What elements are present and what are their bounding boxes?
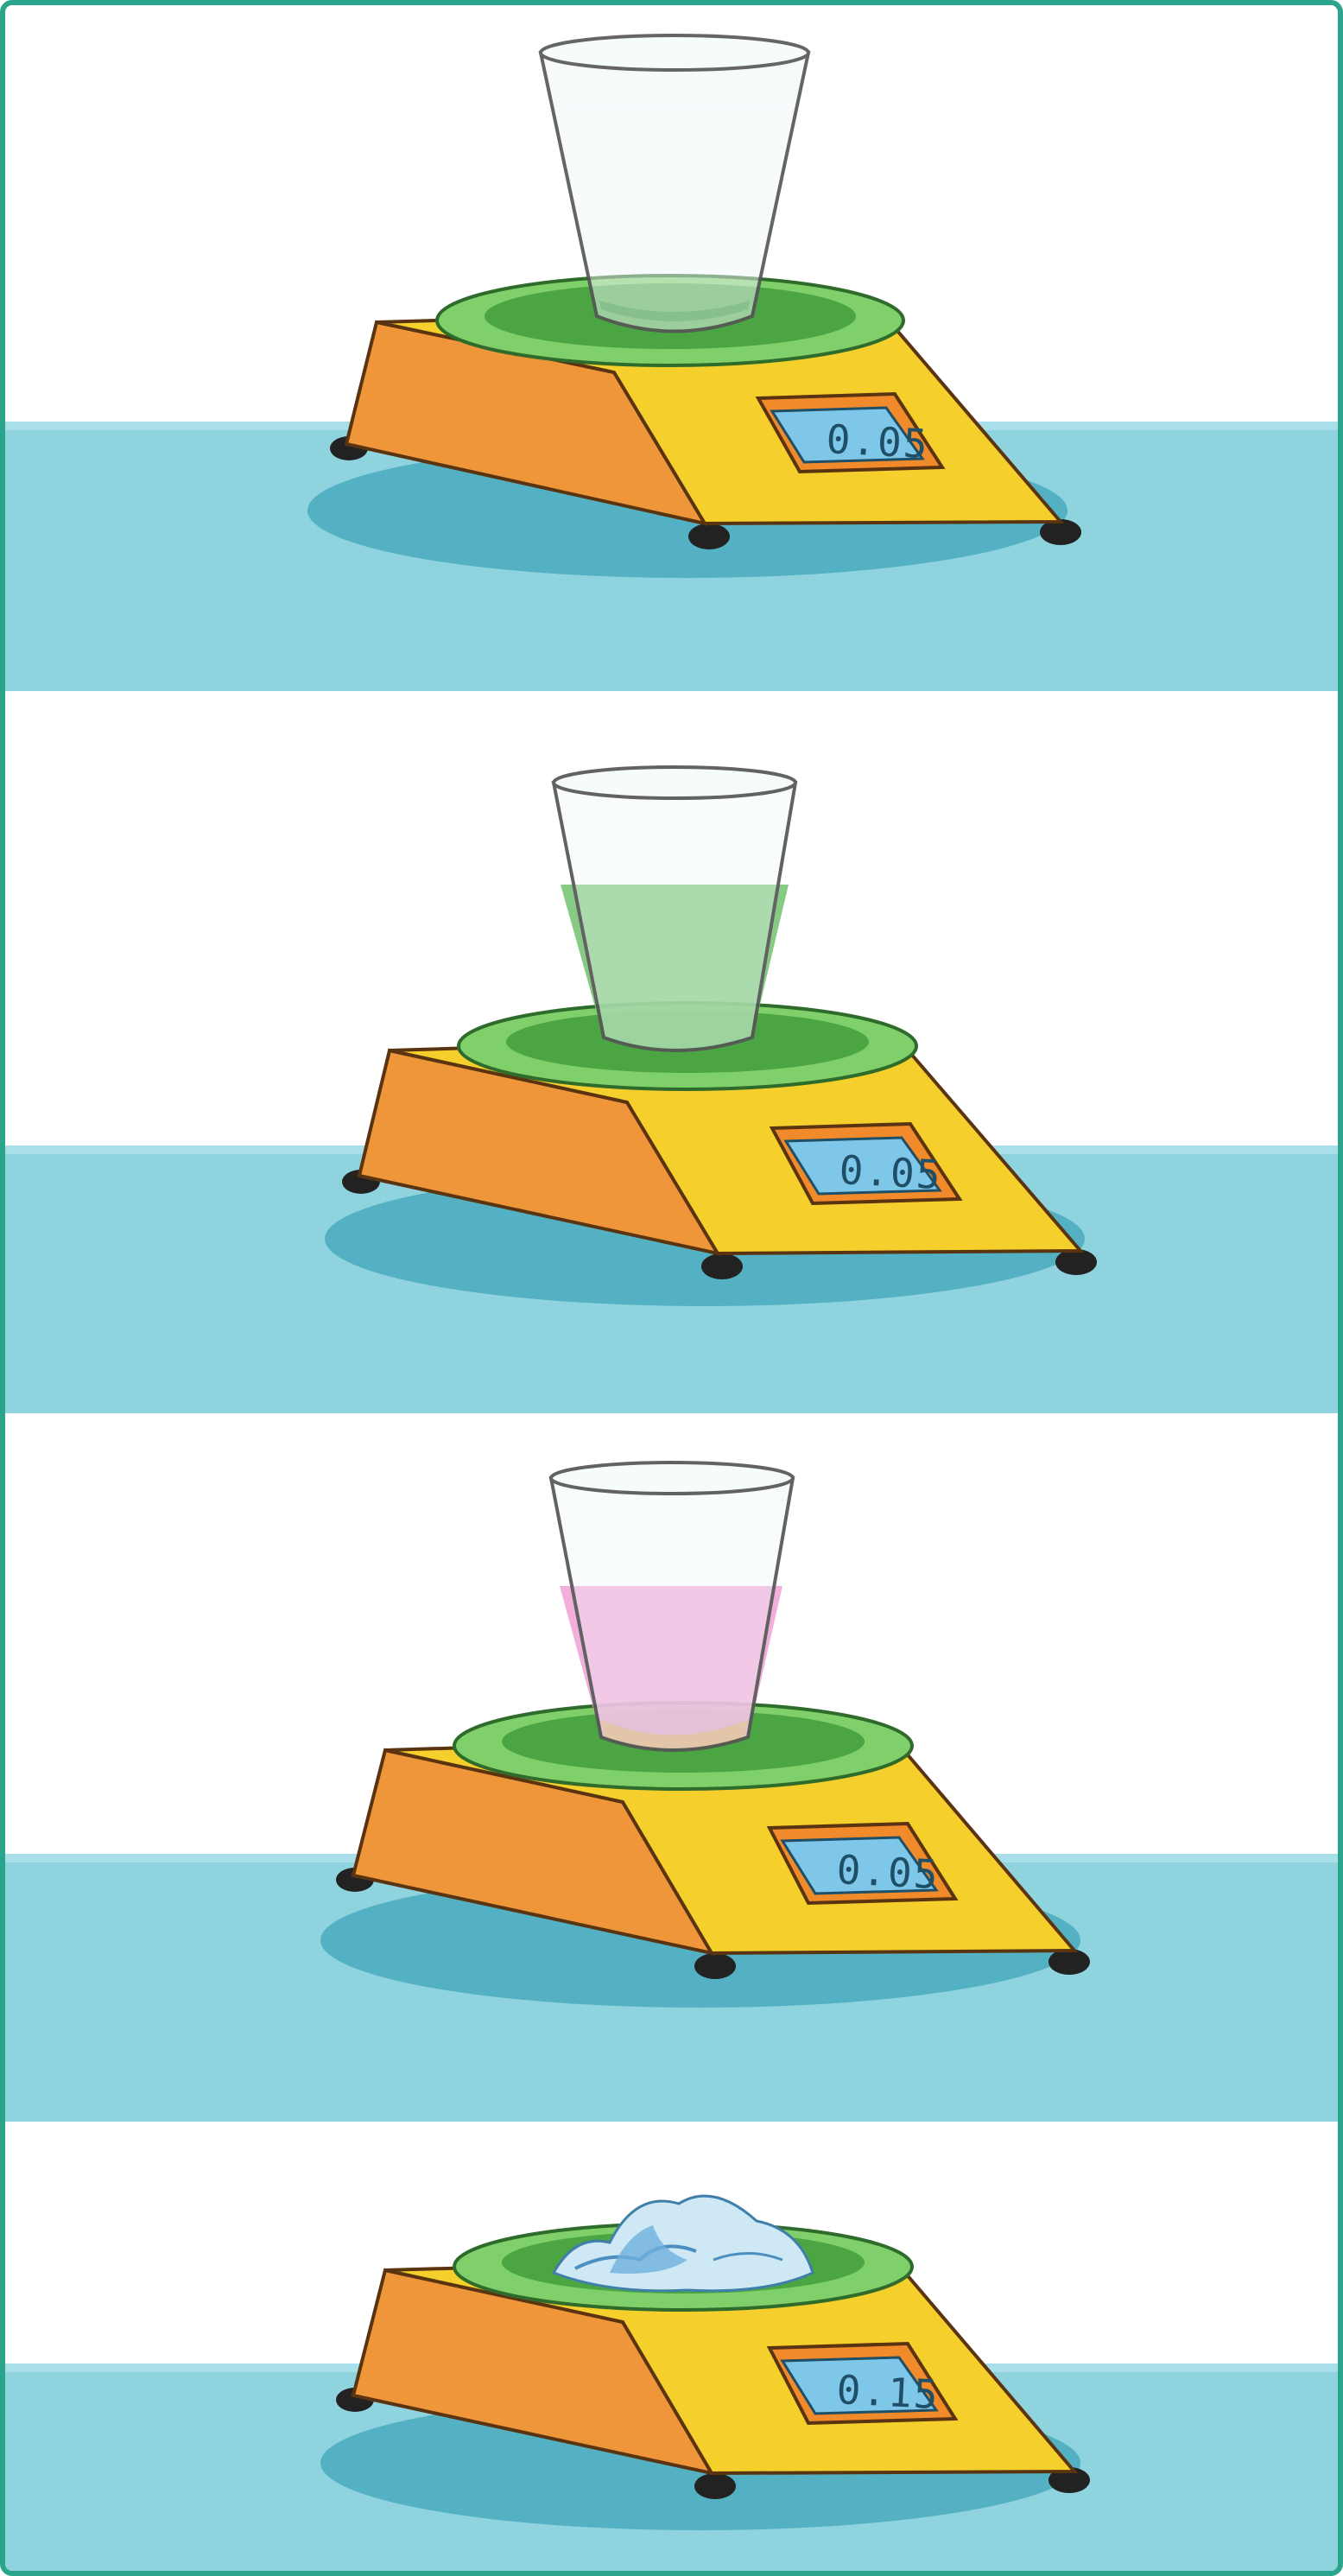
panel-divider xyxy=(5,691,1338,696)
display-reading: 0.05 xyxy=(838,1146,942,1198)
scale-foot xyxy=(694,2473,736,2499)
panel-3-pink-liquid: 0.05 xyxy=(5,1422,1338,2130)
scale-foot xyxy=(1048,1949,1090,1975)
panel-1-empty-cup: 0.05 xyxy=(5,5,1338,696)
panel-divider xyxy=(5,2122,1338,2130)
scale-foot xyxy=(701,1253,743,1279)
solid-residue xyxy=(554,2196,813,2291)
scale-foot xyxy=(694,1953,736,1979)
scale-foot xyxy=(1055,1249,1097,1275)
panel-2-green-liquid: 0.05 xyxy=(5,696,1338,1422)
display-reading: 0.05 xyxy=(825,416,929,467)
scale-foot xyxy=(688,523,730,549)
display-reading: 0.05 xyxy=(835,1846,940,1898)
panel-4-solid-residue: 0.15 xyxy=(5,2130,1338,2571)
panel-divider xyxy=(5,1413,1338,1422)
display-reading: 0.15 xyxy=(835,2366,940,2418)
